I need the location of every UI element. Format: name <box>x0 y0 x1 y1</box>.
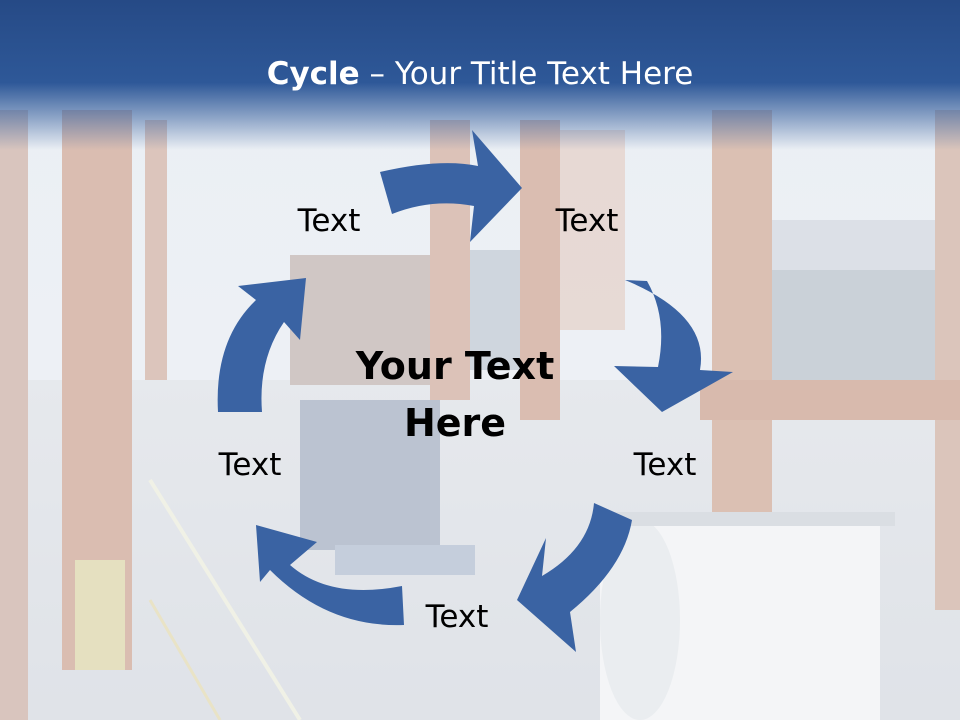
center-text: Your Text Here <box>295 338 615 452</box>
slide-title: Cycle – Your Title Text Here <box>0 56 960 92</box>
title-rest: – Your Title Text Here <box>359 56 694 92</box>
title-bar <box>0 0 960 150</box>
cycle-node-top-right: Text <box>555 203 619 239</box>
cycle-node-left: Text <box>218 447 282 483</box>
center-text-line-1: Your Text <box>355 344 555 388</box>
cycle-node-top-left: Text <box>297 203 361 239</box>
cycle-arrow-5 <box>217 278 306 412</box>
cycle-arrow-1 <box>380 130 522 242</box>
cycle-node-bottom: Text <box>425 599 489 635</box>
cycle-arrow-2 <box>614 280 733 412</box>
cycle-arrow-4 <box>256 525 404 626</box>
cycle-arrow-3 <box>517 503 632 652</box>
title-bold: Cycle <box>266 56 360 92</box>
cycle-node-right: Text <box>633 447 697 483</box>
center-text-line-2: Here <box>403 401 507 445</box>
